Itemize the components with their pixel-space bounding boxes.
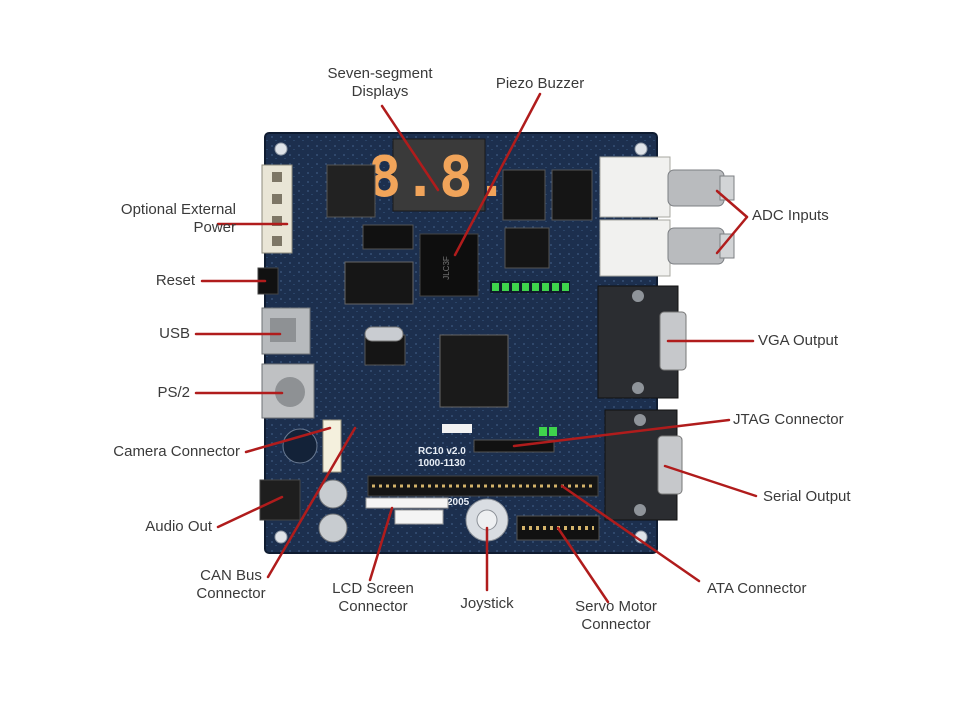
ps2-socket xyxy=(275,377,305,407)
label-vga-output: VGA Output xyxy=(758,332,839,349)
label-audio-out: Audio Out xyxy=(145,518,212,535)
label-jtag-connector: JTAG Connector xyxy=(733,411,844,428)
label-seven-segment-displays: Seven-segment Displays xyxy=(327,65,433,100)
label-ps2: PS/2 xyxy=(157,384,190,401)
board-year-text: 2005 xyxy=(447,497,470,508)
chip xyxy=(502,169,546,221)
leader-can-bus xyxy=(266,426,357,579)
leader-lcd xyxy=(368,506,394,582)
label-lcd-screen-connector: LCD Screen Connector xyxy=(332,580,414,615)
leader-servo xyxy=(556,526,610,604)
leader-seven-segment xyxy=(380,104,440,192)
display-digits: 8.8. xyxy=(368,145,511,210)
leader-ata xyxy=(560,484,701,583)
chip xyxy=(344,261,414,305)
chip xyxy=(551,169,593,221)
fpga-chip xyxy=(439,334,509,408)
label-ata-connector: ATA Connector xyxy=(707,580,807,597)
crystal xyxy=(364,326,404,342)
led-row xyxy=(490,281,570,293)
joystick-part xyxy=(465,498,509,542)
leader-lines xyxy=(194,92,758,604)
leader-piezo xyxy=(453,92,542,257)
leader-adc-top xyxy=(715,189,749,219)
small-header xyxy=(442,424,472,433)
label-servo-motor-connector: Servo Motor Connector xyxy=(575,598,657,633)
can-bus-jack xyxy=(282,428,318,464)
leader-adc-bottom xyxy=(715,215,749,255)
chip xyxy=(326,164,376,218)
adc-connector-bottom xyxy=(599,219,735,277)
piezo-marking: JLC3F xyxy=(442,256,451,280)
label-usb: USB xyxy=(159,325,190,342)
piezo-buzzer-part xyxy=(419,233,479,297)
label-joystick: Joystick xyxy=(460,595,514,612)
leader-camera xyxy=(244,426,332,454)
leader-jtag xyxy=(512,418,731,448)
leader-serial xyxy=(663,464,758,498)
ata-header xyxy=(367,475,599,497)
label-serial-output: Serial Output xyxy=(763,488,851,505)
label-adc-inputs: ADC Inputs xyxy=(752,207,829,224)
lcd-connector-part xyxy=(394,509,444,525)
board-part-text: 1000-1130 xyxy=(418,458,466,469)
label-reset: Reset xyxy=(155,272,195,289)
mount-hole xyxy=(274,142,288,156)
label-piezo-buzzer: Piezo Buzzer xyxy=(495,75,585,92)
leader-audio xyxy=(216,495,284,529)
capacitor xyxy=(318,479,348,509)
chip xyxy=(362,224,414,250)
adc-connector-top xyxy=(599,156,735,218)
lcd-header xyxy=(365,497,449,509)
usb-port-inner xyxy=(270,318,296,342)
label-camera-connector: Camera Connector xyxy=(113,443,240,460)
capacitor xyxy=(318,513,348,543)
led xyxy=(549,427,557,436)
label-optional-external-power: Optional External Power xyxy=(120,201,236,236)
audio-jack xyxy=(259,479,301,521)
label-can-bus-connector: CAN Bus Connector xyxy=(196,567,266,602)
led xyxy=(539,427,547,436)
chip xyxy=(504,227,550,269)
board-model-text: RC10 v2.0 xyxy=(418,446,466,457)
camera-connector-part xyxy=(322,419,342,473)
seven-segment-display: 8.8. xyxy=(368,138,511,212)
power-header xyxy=(261,164,293,254)
mount-hole xyxy=(634,142,648,156)
mount-hole xyxy=(274,530,288,544)
